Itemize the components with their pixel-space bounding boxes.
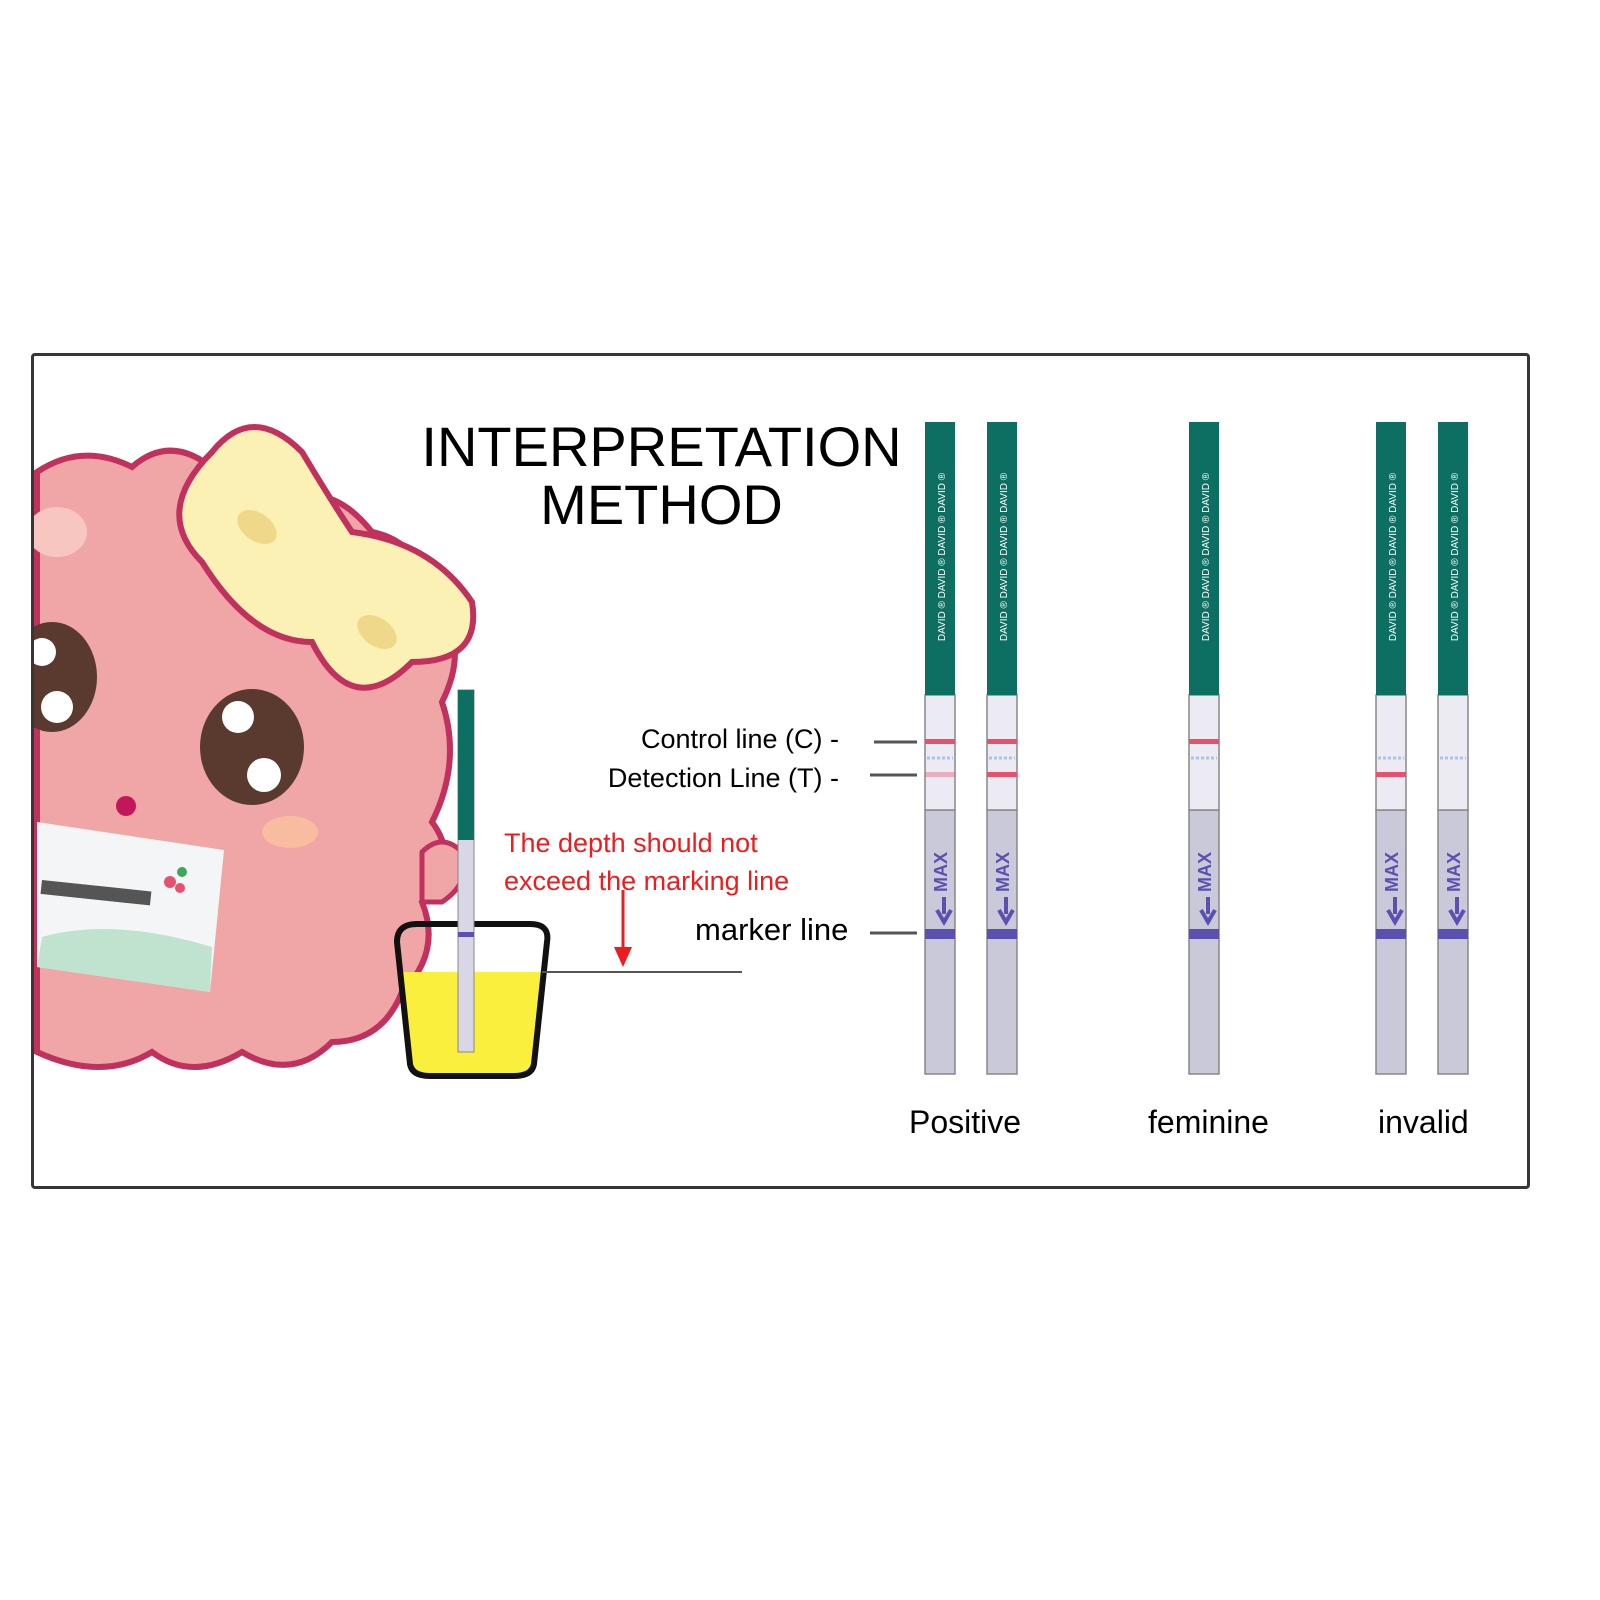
marker-band [987, 929, 1017, 939]
brand-text: DAVID ® DAVID ® DAVID ® DAVID ® [937, 472, 948, 641]
marker-band [1376, 929, 1406, 939]
result-label-invalid: invalid [1378, 1104, 1469, 1140]
marker-band [925, 929, 955, 939]
max-text: MAX [1195, 852, 1215, 892]
brand-text: DAVID ® DAVID ® DAVID ® DAVID ® [999, 472, 1010, 641]
marker-line-label: marker line [695, 912, 849, 947]
result-window [924, 694, 956, 811]
control-line [987, 739, 1017, 744]
max-text: MAX [1444, 852, 1464, 892]
max-text: MAX [993, 852, 1013, 892]
result-window [1188, 694, 1220, 811]
strip-handle [925, 422, 955, 695]
title-line-1: INTERPRETATION [421, 415, 902, 478]
marker-band [1189, 929, 1219, 939]
test-strip [986, 809, 1018, 1075]
control-line-label: Control line (C) - [640, 724, 839, 754]
brand-text: DAVID ® DAVID ® DAVID ® DAVID ® [1201, 472, 1212, 641]
test-box [37, 822, 224, 992]
result-window [1437, 694, 1469, 811]
control-line [925, 739, 955, 744]
arrow-down-icon [935, 897, 953, 926]
urine-cup [393, 689, 742, 1079]
page-title: INTERPRETATION METHOD [374, 418, 949, 534]
strip-handle [1376, 422, 1406, 695]
depth-warning: The depth should not exceed the marking … [504, 824, 789, 900]
arrow-down-icon [1386, 897, 1404, 926]
strip-handle [987, 422, 1017, 695]
detection-line [987, 772, 1017, 777]
arrow-down-icon [1199, 897, 1217, 926]
detection-line-label: Detection Line (T) - [607, 763, 839, 793]
warning-line-1: The depth should not [504, 828, 758, 858]
pointer-lines [870, 740, 917, 935]
test-strip [1375, 809, 1407, 1075]
marker-band [1438, 929, 1468, 939]
interpretation-panel: DAVID ® DAVID ® DAVID ® DAVID ® MAX DAVID… [31, 353, 1530, 1189]
brand-text: DAVID ® DAVID ® DAVID ® DAVID ® [1388, 472, 1399, 641]
result-window [986, 694, 1018, 811]
max-text: MAX [1382, 852, 1402, 892]
result-label-feminine: feminine [1148, 1104, 1269, 1140]
detection-line [925, 772, 955, 777]
control-line [1189, 739, 1219, 744]
detection-line [1376, 772, 1406, 777]
title-line-2: METHOD [540, 473, 783, 536]
warning-line-2: exceed the marking line [504, 866, 790, 896]
strip-handle [1438, 422, 1468, 695]
arrow-down-icon [997, 897, 1015, 926]
max-text: MAX [931, 852, 951, 892]
test-strip [924, 809, 956, 1075]
brand-text: DAVID ® DAVID ® DAVID ® DAVID ® [1450, 472, 1461, 641]
strip-handle [1189, 422, 1219, 695]
test-strip [1188, 809, 1220, 1075]
result-window [1375, 694, 1407, 811]
test-strip [1437, 809, 1469, 1075]
illustration: DAVID ® DAVID ® DAVID ® DAVID ® MAX DAVID… [34, 422, 1469, 1079]
result-label-positive: Positive [909, 1104, 1022, 1140]
arrow-down-icon [1448, 897, 1466, 926]
